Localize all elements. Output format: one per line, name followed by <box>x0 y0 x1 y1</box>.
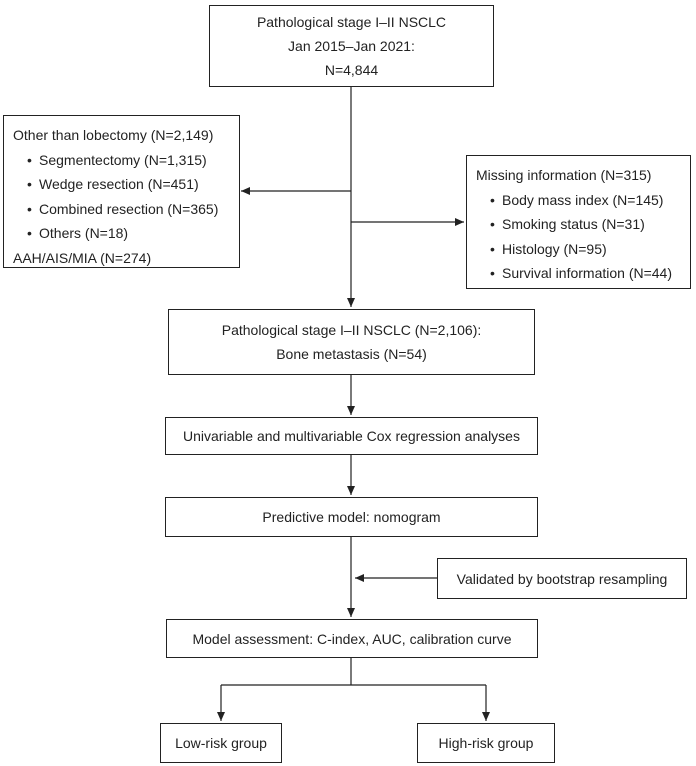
cox-regression-label: Univariable and multivariable Cox regres… <box>183 428 520 444</box>
low-risk-box: Low-risk group <box>160 723 282 763</box>
low-risk-label: Low-risk group <box>175 735 267 751</box>
excluded-left-item: Wedge resection (N=451) <box>13 172 239 197</box>
excluded-left-item: Segmentectomy (N=1,315) <box>13 148 239 173</box>
cohort-line-1: Pathological stage I–II NSCLC (N=2,106): <box>221 322 482 338</box>
high-risk-label: High-risk group <box>438 735 534 751</box>
cohort-line-2: Bone metastasis (N=54) <box>276 346 427 362</box>
excluded-left-item: Combined resection (N=365) <box>13 197 239 222</box>
cohort-box: Pathological stage I–II NSCLC (N=2,106):… <box>168 309 535 375</box>
predictive-model-box: Predictive model: nomogram <box>165 497 538 537</box>
assessment-box: Model assessment: C-index, AUC, calibrat… <box>166 619 538 658</box>
excluded-right-header: Missing information (N=315) <box>476 167 652 183</box>
predictive-model-label: Predictive model: nomogram <box>262 509 441 525</box>
validation-box: Validated by bootstrap resampling <box>437 558 687 599</box>
validation-label: Validated by bootstrap resampling <box>456 570 668 587</box>
high-risk-box: High-risk group <box>417 723 555 763</box>
excluded-right-item: Histology (N=95) <box>476 237 690 262</box>
top-line-3: N=4,844 <box>324 62 379 78</box>
top-line-2: Jan 2015–Jan 2021: <box>288 38 415 54</box>
top-population-box: Pathological stage I–II NSCLC Jan 2015–J… <box>209 5 494 87</box>
excluded-left-header: Other than lobectomy (N=2,149) <box>13 127 214 143</box>
top-line-1: Pathological stage I–II NSCLC <box>256 14 447 30</box>
excluded-right-item: Survival information (N=44) <box>476 261 690 286</box>
assessment-label: Model assessment: C-index, AUC, calibrat… <box>192 630 512 647</box>
excluded-left-box: Other than lobectomy (N=2,149) Segmentec… <box>3 115 240 268</box>
excluded-right-item: Body mass index (N=145) <box>476 188 690 213</box>
excluded-left-item: Others (N=18) <box>13 221 239 246</box>
excluded-left-footer: AAH/AIS/MIA (N=274) <box>13 249 152 266</box>
excluded-right-box: Missing information (N=315) Body mass in… <box>466 155 691 289</box>
cox-regression-box: Univariable and multivariable Cox regres… <box>165 417 538 455</box>
excluded-right-item: Smoking status (N=31) <box>476 212 690 237</box>
